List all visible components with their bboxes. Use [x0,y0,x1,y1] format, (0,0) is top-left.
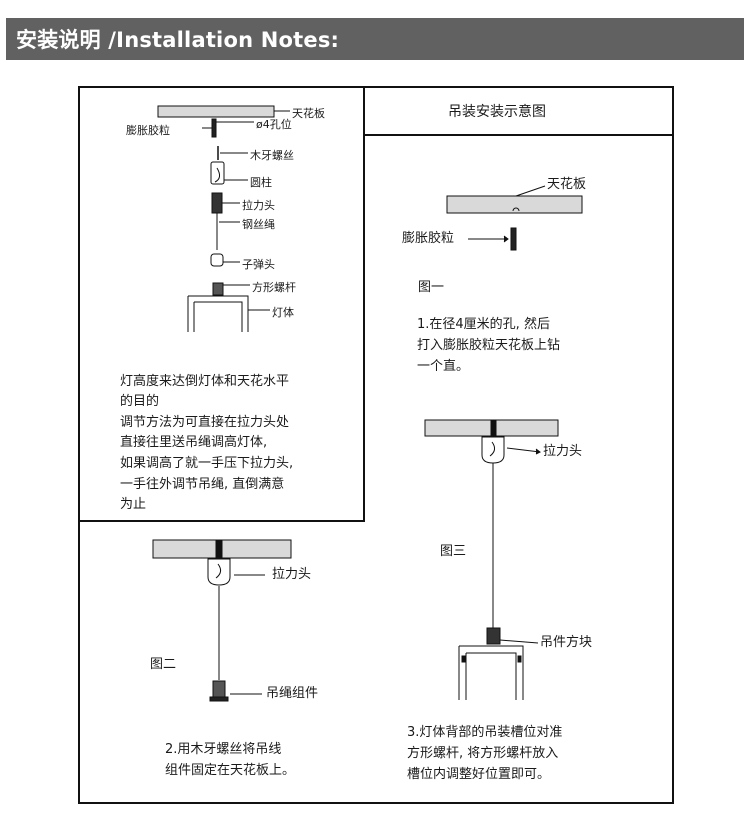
label-ceiling: 天花板 [292,107,325,120]
exploded-view-drawing [157,105,290,332]
header-title: 安装说明 /Installation Notes: [16,28,340,52]
fig1-text-line: 一个直。 [417,359,470,374]
instruction-line: 调节方法为可直接在拉力头处 [120,415,290,430]
instruction-line: 的目的 [120,394,160,409]
header-bar: 安装说明 /Installation Notes: [6,18,744,60]
label-expansion-plug: 膨胀胶粒 [126,124,170,137]
fig3-caption: 图三 [440,544,467,559]
fig1-label-expansion-plug: 膨胀胶粒 [402,231,455,246]
fig1-label-ceiling: 天花板 [547,177,587,192]
fig1-text-line: 1.在径4厘米的孔, 然后 [417,317,550,332]
label-square-bolt: 方形螺杆 [252,281,296,294]
instruction-line: 一手往外调节吊绳, 直倒满意 [120,477,285,492]
frame-divider-title [363,134,674,136]
label-cylinder: 圆柱 [250,176,272,189]
fig2-label-pull-head: 拉力头 [272,567,312,582]
fig3-text-line: 方形螺杆, 将方形螺杆放入 [407,746,559,761]
fig2-text-line: 组件固定在天花板上。 [165,763,296,778]
panel-title: 吊装安装示意图 [448,104,546,120]
fig3-text-line: 槽位内调整好位置即可。 [407,767,551,782]
instruction-line: 为止 [120,497,147,512]
fig1-drawing [446,185,583,251]
instruction-line: 灯高度来达倒灯体和天花水平 [120,374,290,389]
fig2-text-line: 2.用木牙螺丝将吊线 [165,742,282,757]
fig1-text-line: 打入膨胀胶粒天花板上钻 [417,338,561,353]
instruction-line: 如果调高了就一手压下拉力头, [120,456,294,471]
frame-divider-left [78,520,365,522]
fig3-text-line: 3.灯体背部的吊装槽位对准 [407,725,563,740]
label-pull-head: 拉力头 [242,199,275,212]
label-steel-cable: 钢丝绳 [242,218,275,231]
fig2-label-cable-assembly: 吊绳组件 [266,686,319,701]
fig1-caption: 图一 [418,280,445,295]
label-lamp-body: 灯体 [272,306,294,319]
label-bullet-head: 子弹头 [242,258,275,271]
frame-divider-vertical [363,86,365,522]
label-hole: ø4孔位 [256,118,292,131]
fig2-drawing [152,539,292,702]
fig3-label-block: 吊件方块 [540,635,593,650]
instruction-line: 直接往里送吊绳调高灯体, [120,435,268,450]
fig3-drawing [424,419,559,700]
fig2-caption: 图二 [150,657,177,672]
label-wood-screw: 木牙螺丝 [250,149,294,162]
fig3-label-pull-head: 拉力头 [543,444,583,459]
diagram-frame [78,86,674,804]
